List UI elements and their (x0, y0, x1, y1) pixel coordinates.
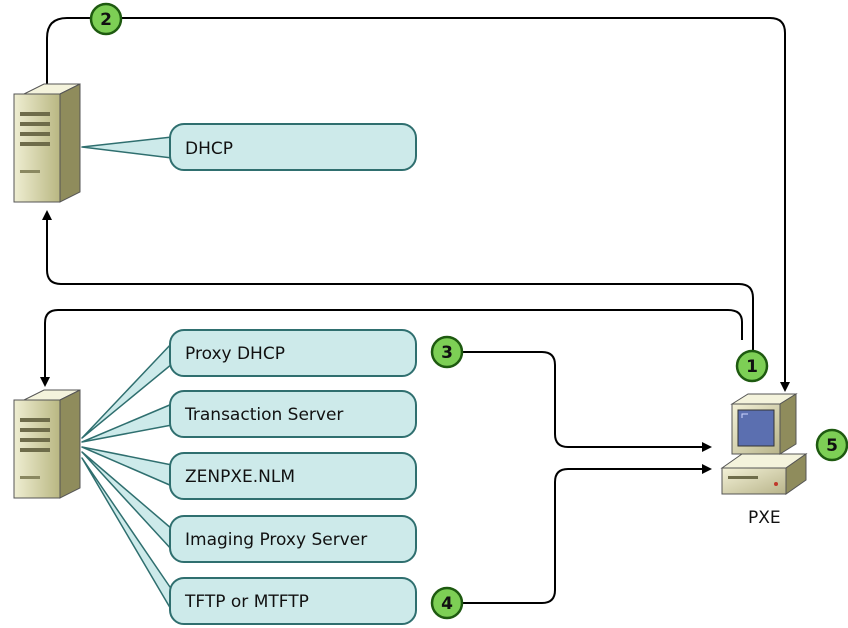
arrow-proxy-dhcp (463, 351, 712, 452)
zenpxe-label: ZENPXE.NLM (185, 467, 295, 487)
pxe-client-icon (720, 393, 808, 495)
step-badge-1: 1 (735, 349, 769, 383)
step-badge-2: 2 (89, 2, 123, 36)
step-number-2: 2 (100, 10, 112, 30)
zenpxe-callout: ZENPXE.NLM (169, 452, 417, 500)
step-badge-3: 3 (430, 335, 464, 369)
transaction-server-callout: Transaction Server (169, 390, 417, 438)
pxe-label: PXE (748, 508, 781, 528)
server-bottom-icon (13, 389, 81, 499)
imaging-proxy-label: Imaging Proxy Server (185, 530, 367, 550)
tftp-callout: TFTP or MTFTP (169, 577, 417, 625)
step-number-1: 1 (746, 357, 758, 377)
arrow-pxe-request-top (42, 210, 754, 355)
proxy-dhcp-label: Proxy DHCP (185, 344, 285, 364)
step-number-5: 5 (826, 436, 838, 456)
imaging-proxy-callout: Imaging Proxy Server (169, 515, 417, 563)
step-badge-5: 5 (815, 428, 848, 462)
tftp-label: TFTP or MTFTP (184, 592, 309, 612)
dhcp-callout: DHCP (169, 123, 417, 171)
arrow-tftp (463, 464, 712, 604)
dhcp-service-label: DHCP (185, 139, 233, 159)
callout-tails (81, 136, 173, 612)
proxy-dhcp-callout: Proxy DHCP (169, 329, 417, 377)
step-number-4: 4 (441, 594, 453, 614)
connector-lines (40, 17, 790, 604)
step-number-3: 3 (441, 343, 453, 363)
arrow-dhcp-offer (46, 17, 790, 392)
arrow-pxe-request-bottom (40, 309, 743, 387)
server-top-icon (13, 83, 81, 203)
dhcp-callout-tail (81, 136, 173, 159)
transaction-server-label: Transaction Server (184, 405, 343, 425)
step-badge-4: 4 (430, 586, 464, 620)
